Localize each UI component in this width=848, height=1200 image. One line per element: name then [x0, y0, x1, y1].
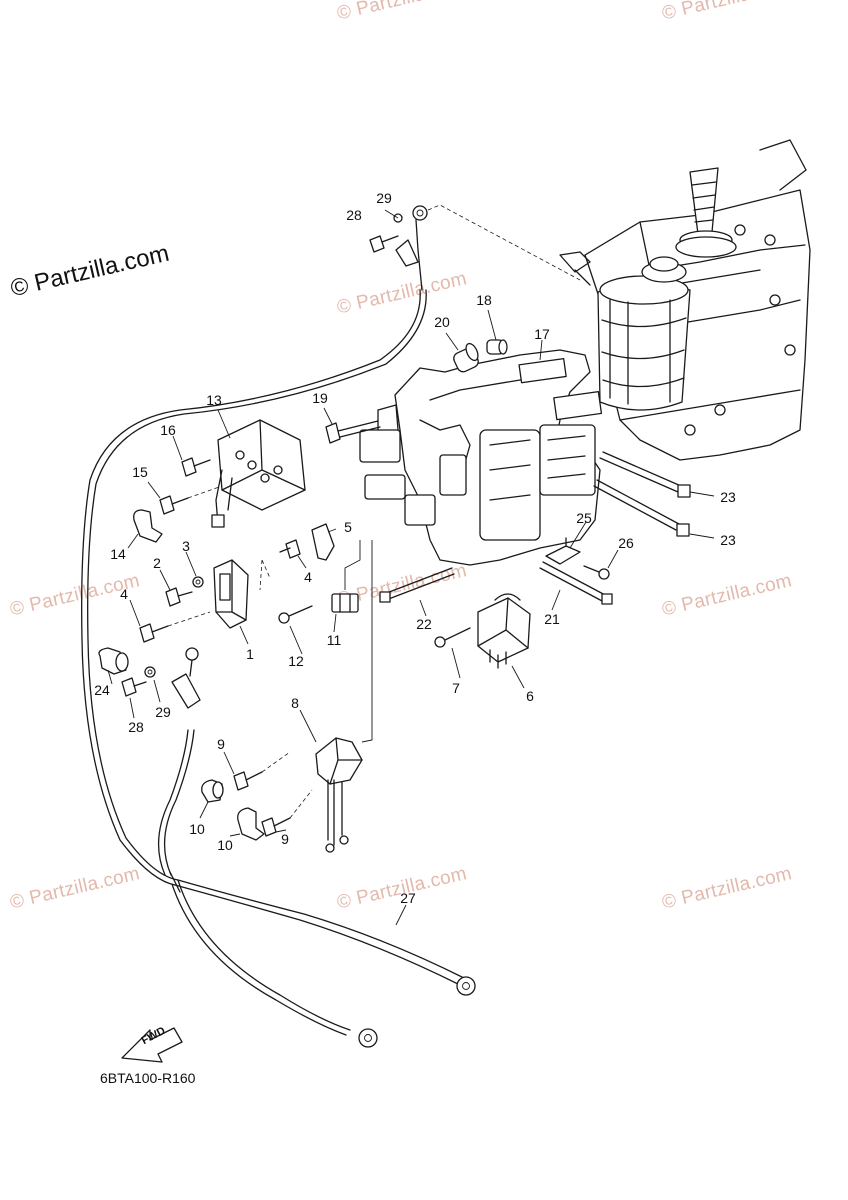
callout-10: 10 — [189, 821, 205, 837]
callout-29: 29 — [155, 704, 171, 720]
callout-5: 5 — [344, 519, 352, 535]
spacer — [311, 523, 335, 561]
ignition-coil — [315, 540, 373, 853]
bolt — [279, 539, 301, 559]
cable-tie — [599, 451, 691, 498]
callout-10: 10 — [217, 837, 233, 853]
callout-28: 28 — [346, 207, 362, 223]
bolt — [325, 420, 381, 444]
callout-20: 20 — [434, 314, 450, 330]
callout-13: 13 — [206, 392, 222, 408]
spacer — [98, 647, 129, 675]
drawing-id: 6BTA100-R160 — [100, 1070, 196, 1086]
callout-25: 25 — [576, 510, 592, 526]
bolt — [159, 485, 223, 515]
callout-4: 4 — [304, 569, 312, 585]
callout-29: 29 — [376, 190, 392, 206]
callout-3: 3 — [182, 538, 190, 554]
bolt — [233, 751, 291, 791]
bolt — [139, 611, 211, 643]
lead-wire-upper — [81, 204, 581, 886]
callout-23: 23 — [720, 532, 736, 548]
screw — [434, 627, 471, 648]
callout-15: 15 — [132, 464, 148, 480]
callout-9: 9 — [281, 831, 289, 847]
callout-17: 17 — [534, 326, 550, 342]
washer — [192, 576, 204, 588]
engine-block — [559, 139, 811, 461]
callout-leaders — [107, 209, 715, 926]
lead-wire-terminal — [171, 647, 201, 709]
clamp — [133, 509, 163, 543]
callout-4: 4 — [120, 586, 128, 602]
clamp — [201, 779, 224, 803]
electrical-bracket — [359, 349, 603, 566]
clamp — [237, 807, 265, 841]
battery-cable — [157, 729, 476, 1048]
bolt — [261, 789, 313, 837]
callout-27: 27 — [400, 890, 416, 906]
callout-9: 9 — [217, 736, 225, 752]
callout-14: 14 — [110, 546, 126, 562]
connector — [331, 593, 359, 613]
washer — [144, 666, 156, 678]
bolt — [181, 457, 211, 477]
callout-16: 16 — [160, 422, 176, 438]
plate — [545, 537, 581, 565]
cable-tie — [539, 561, 613, 605]
cable-tie — [379, 567, 455, 603]
callout-7: 7 — [452, 680, 460, 696]
relay — [477, 593, 531, 669]
callout-6: 6 — [526, 688, 534, 704]
bolt — [165, 587, 193, 607]
rectifier-regulator — [211, 419, 306, 528]
collar — [486, 339, 508, 355]
callout-22: 22 — [416, 616, 432, 632]
bolt — [121, 677, 147, 697]
grommet — [453, 342, 479, 373]
callout-19: 19 — [312, 390, 328, 406]
callout-26: 26 — [618, 535, 634, 551]
cable-tie — [593, 479, 690, 537]
screw — [278, 605, 313, 624]
ignition-coil — [213, 559, 249, 629]
callout-28: 28 — [128, 719, 144, 735]
callout-11: 11 — [326, 632, 342, 648]
callout-2: 2 — [153, 555, 161, 571]
screw — [583, 565, 610, 580]
callout-1: 1 — [246, 646, 254, 662]
callout-18: 18 — [476, 292, 492, 308]
callout-8: 8 — [291, 695, 299, 711]
fwd-arrow-icon — [121, 1027, 183, 1063]
callout-12: 12 — [288, 653, 304, 669]
callout-23: 23 — [720, 489, 736, 505]
callout-21: 21 — [544, 611, 560, 627]
callout-24: 24 — [94, 682, 110, 698]
